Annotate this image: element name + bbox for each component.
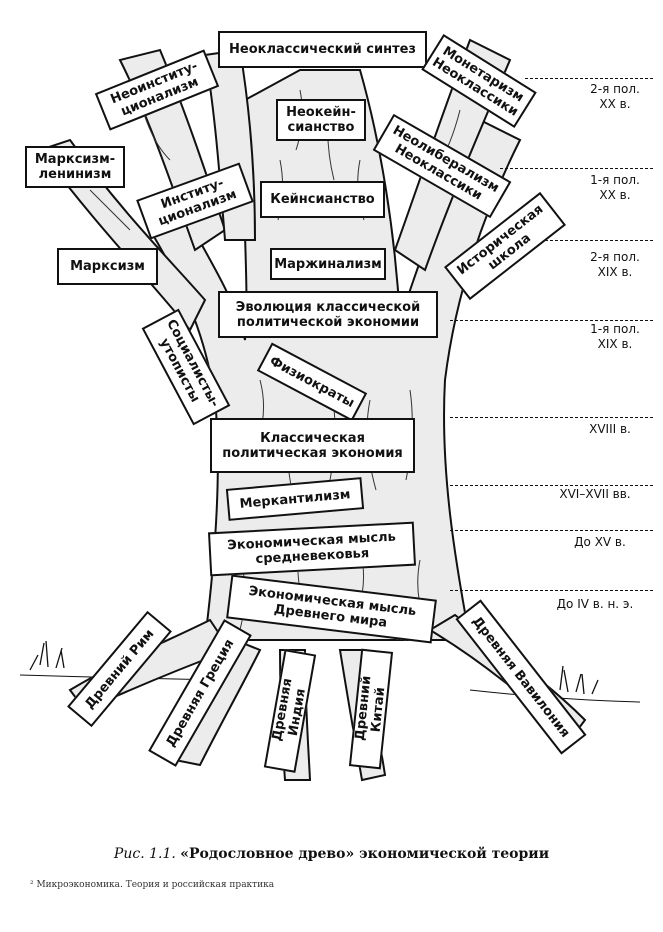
period-label-2nd-half-20c: 2-я пол. XX в. <box>590 82 640 111</box>
period-line <box>525 78 653 79</box>
period-label-1st-half-19c: 1-я пол. XIX в. <box>590 322 640 351</box>
period-label-before-15c: До XV в. <box>574 535 626 549</box>
period-line <box>450 417 653 418</box>
node-marginalism: Маржинализм <box>270 248 386 280</box>
node-neoclassical-synthesis: Неоклассический синтез <box>218 31 427 68</box>
period-line <box>450 485 653 486</box>
period-line <box>510 240 653 241</box>
period-line <box>450 590 653 591</box>
node-classical-evolution: Эволюция классической политической эконо… <box>218 291 438 338</box>
period-label-before-4c: До IV в. н. э. <box>556 597 634 611</box>
period-label-18c: XVIII в. <box>589 422 631 436</box>
node-classical-political-economy: Классическая политическая экономия <box>210 418 415 473</box>
page-footer: ² Микроэкономика. Теория и российская пр… <box>30 880 275 890</box>
period-line <box>500 168 653 169</box>
node-keynesianism: Кейнсианство <box>260 181 385 218</box>
node-neokeynesianism: Неокейн- сианство <box>276 99 366 141</box>
node-marxism: Марксизм <box>57 248 158 285</box>
period-label-1st-half-20c: 1-я пол. XX в. <box>590 173 640 202</box>
period-line <box>450 530 653 531</box>
period-label-2nd-half-19c: 2-я пол. XIX в. <box>590 250 640 279</box>
figure-caption: Рис. 1.1. «Родословное древо» экономичес… <box>0 846 663 862</box>
period-line <box>450 320 653 321</box>
figure-number: Рис. 1.1. <box>113 846 176 862</box>
figure-title: «Родословное древо» экономической теории <box>180 846 550 862</box>
node-marxism-leninism: Марксизм- ленинизм <box>25 146 125 188</box>
period-label-16-17c: XVI–XVII вв. <box>559 487 631 501</box>
